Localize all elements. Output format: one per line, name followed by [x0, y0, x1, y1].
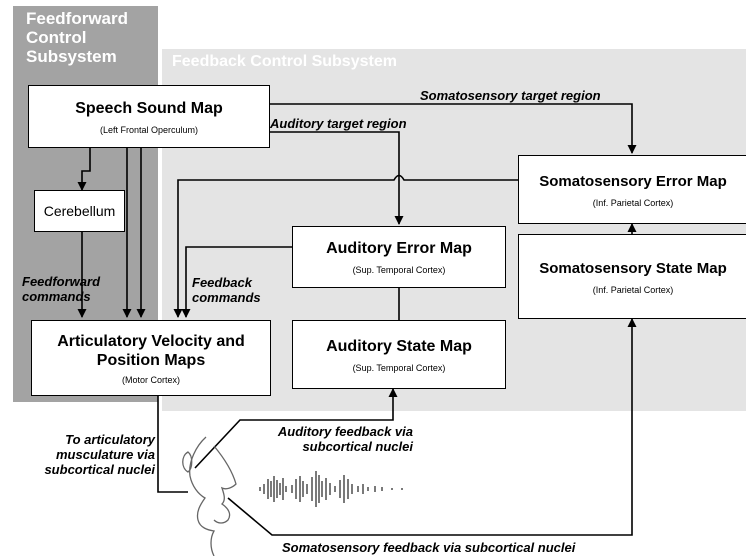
feedforward-subsystem-title: Feedforward Control Subsystem: [26, 9, 129, 66]
head-profile-icon: [182, 436, 237, 556]
auditory-error-map-box: Auditory Error Map (Sup. Temporal Cortex…: [292, 226, 506, 288]
auditory-feedback-label: Auditory feedback via subcortical nuclei: [277, 424, 413, 454]
cerebellum-title: Cerebellum: [43, 203, 116, 219]
auditory-feedback-command-arrow: [181, 246, 292, 318]
somatosensory-target-arrow: [270, 103, 637, 154]
articulatory-maps-box: Articulatory Velocity and Position Maps …: [31, 320, 271, 396]
somatosensory-error-map-subtitle: (Inf. Parietal Cortex): [592, 197, 674, 208]
somatosensory-state-map-subtitle: (Inf. Parietal Cortex): [592, 284, 674, 295]
somatosensory-state-map-title: Somatosensory State Map: [539, 259, 727, 277]
articulatory-maps-title: Articulatory Velocity and Position Maps: [57, 332, 245, 369]
auditory-target-label: Auditory target region: [270, 116, 407, 131]
auditory-feedback-arrow: [194, 388, 398, 469]
speech-sound-map-box: Speech Sound Map (Left Frontal Operculum…: [28, 85, 270, 148]
somatosensory-error-map-box: Somatosensory Error Map (Inf. Parietal C…: [518, 155, 746, 224]
somatosensory-state-map-box: Somatosensory State Map (Inf. Parietal C…: [518, 234, 746, 319]
somatosensory-feedback-label: Somatosensory feedback via subcortical n…: [282, 540, 576, 555]
auditory-error-map-subtitle: (Sup. Temporal Cortex): [352, 265, 446, 275]
feedforward-commands-label: Feedforward commands: [22, 274, 101, 304]
auditory-error-map-title: Auditory Error Map: [326, 240, 472, 257]
feedback-commands-label: Feedback commands: [192, 275, 261, 305]
somatosensory-feedback-command-arrow: [173, 174, 518, 318]
feedback-subsystem-title: Feedback Control Subsystem: [172, 53, 397, 70]
motor-output-line: [157, 396, 188, 493]
auditory-state-map-title: Auditory State Map: [326, 337, 472, 355]
auditory-target-arrow: [270, 131, 404, 225]
speech-sound-map-subtitle: (Left Frontal Operculum): [99, 124, 199, 135]
somatosensory-error-map-title: Somatosensory Error Map: [539, 172, 727, 190]
sound-waveform-icon: [259, 471, 403, 507]
cerebellum-box: Cerebellum: [34, 190, 125, 232]
somatosensory-target-label: Somatosensory target region: [420, 88, 601, 103]
speech-to-cerebellum-arrow: [77, 148, 91, 191]
auditory-state-map-subtitle: (Sup. Temporal Cortex): [352, 362, 446, 373]
auditory-state-map-box: Auditory State Map (Sup. Temporal Cortex…: [292, 320, 506, 389]
articulatory-maps-subtitle: (Motor Cortex): [121, 374, 180, 385]
to-musculature-label: To articulatory musculature via subcorti…: [44, 432, 155, 477]
speech-sound-map-title: Speech Sound Map: [75, 99, 223, 117]
somatosensory-feedback-arrow: [227, 318, 637, 536]
